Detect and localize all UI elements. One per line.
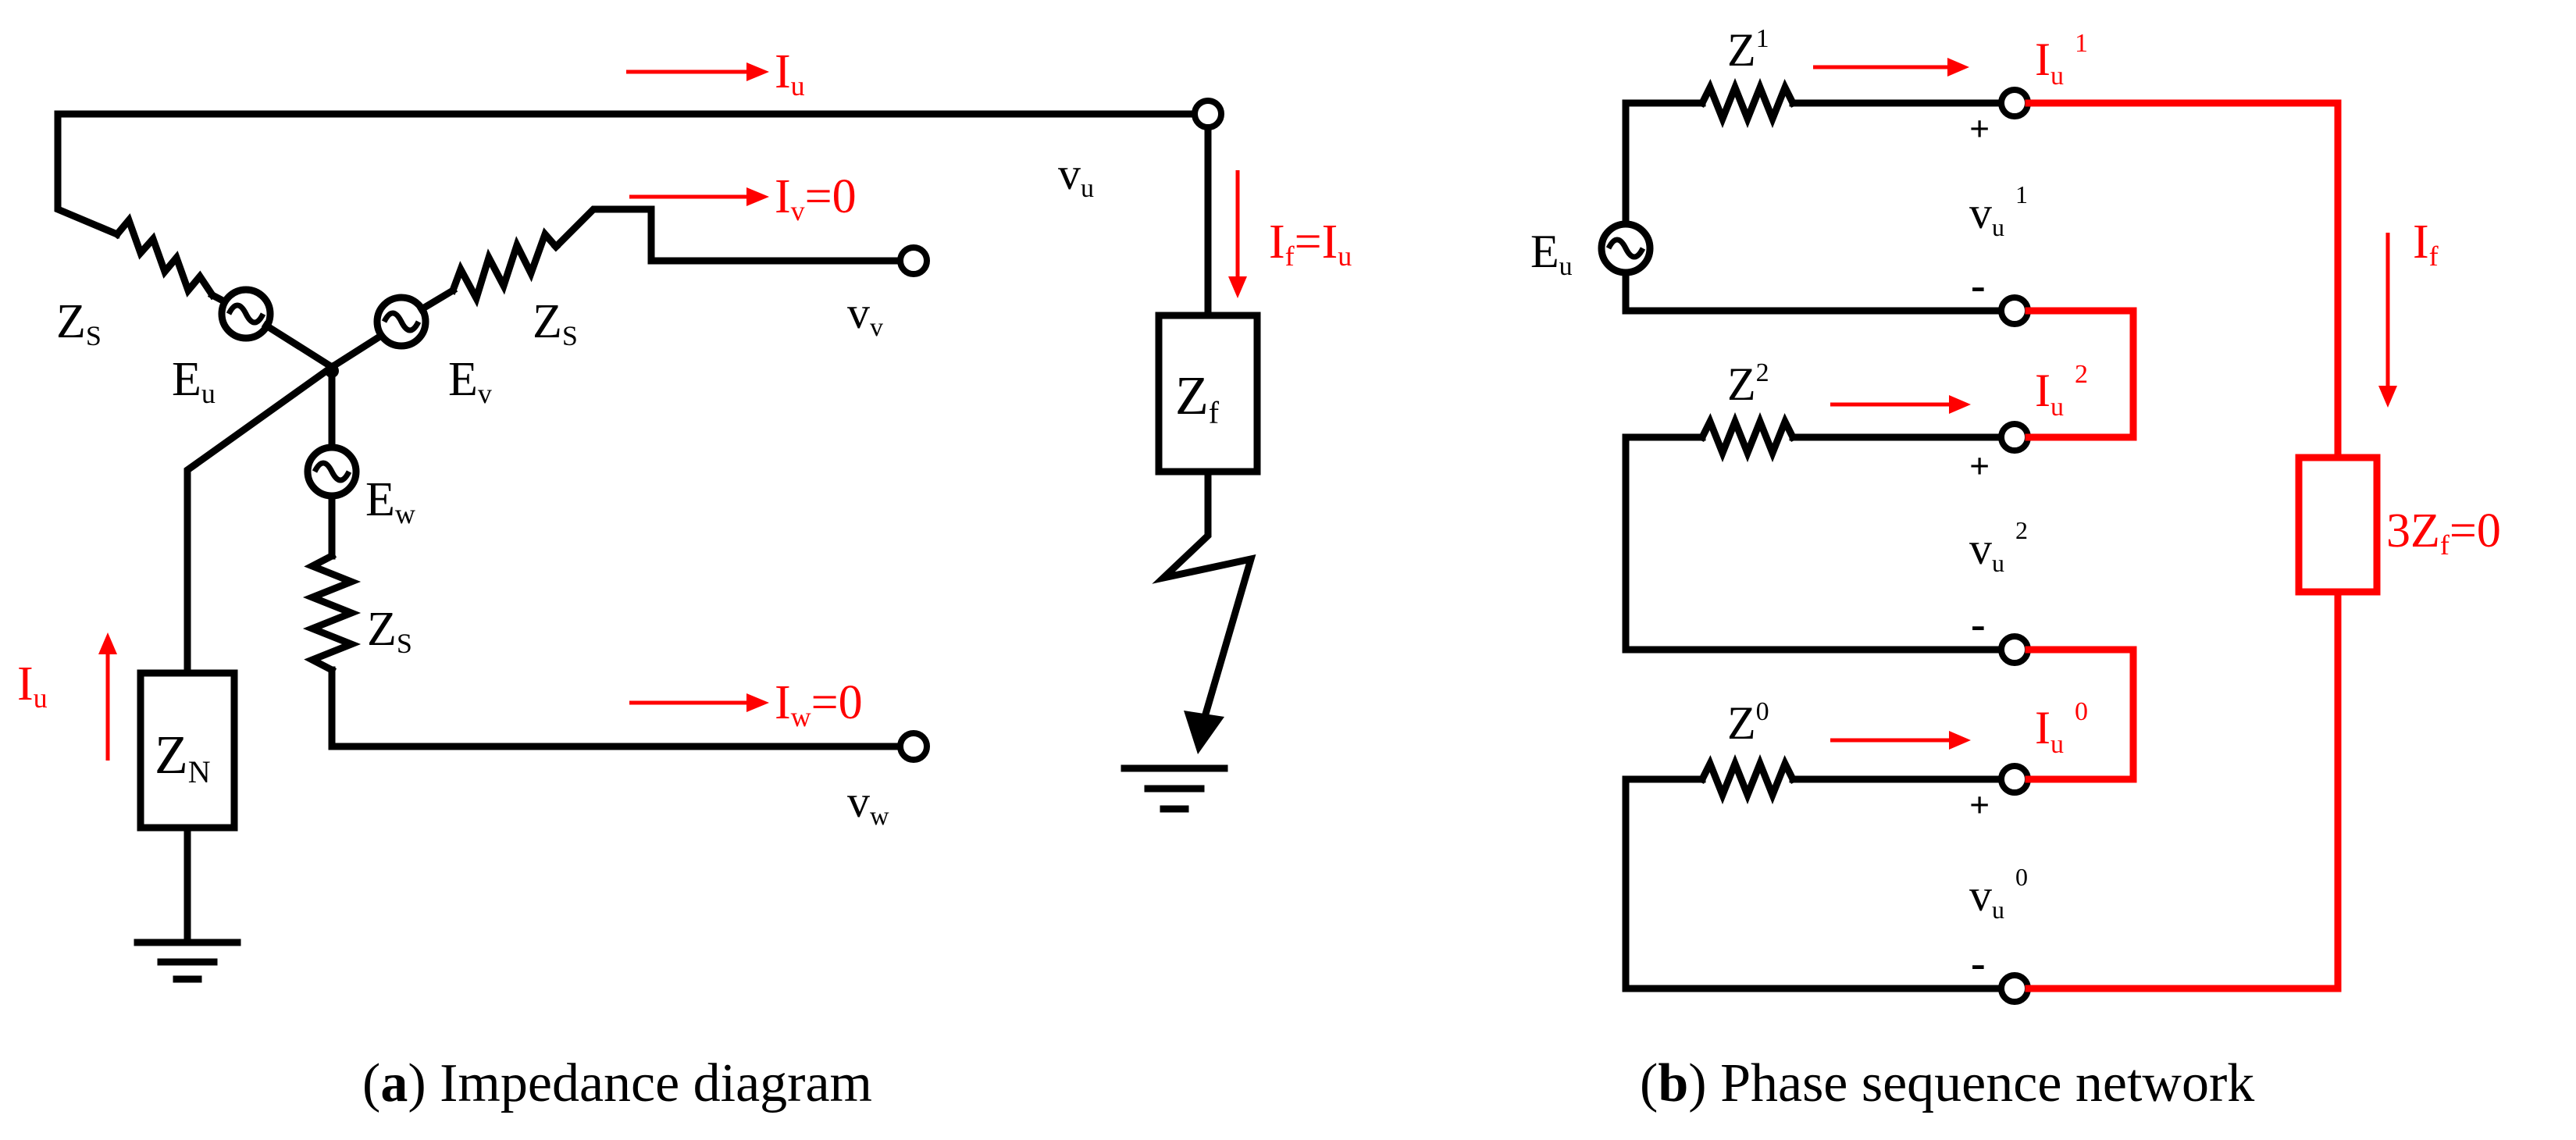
sine-icon [381,310,422,333]
arrow-iu2 [1830,395,1971,414]
label-zs-v: ZS [533,295,578,351]
wire-eu-to-neutral [261,320,337,372]
label-eu-b: Eu [1530,226,1573,281]
ground-icon [1121,764,1228,813]
ground-icon [134,939,241,983]
label-vu2: vu2 [1969,516,2028,577]
terminal-neg-minus [1998,633,2031,666]
label-zf: Zf [1175,366,1220,430]
terminal-pos-plus [1998,87,2031,119]
red-link-neg-zero [2025,646,2137,783]
fault-arrowhead-icon [1184,711,1224,754]
sine-icon [312,460,352,483]
arrow-iu1 [1813,58,1969,77]
wire-neutral-to-ev [326,330,387,372]
label-iu-top: Iu [775,45,805,102]
label-z1: Z1 [1727,24,1769,76]
wire-phase-u-left [54,110,122,239]
arrow-iv [629,187,769,206]
sine-icon [226,302,266,326]
label-iu2: Iu2 [2035,360,2088,422]
label-iv: Iv=0 [775,170,857,226]
caption-a: (a) Impedance diagram [362,1053,872,1113]
label-vu0: vu0 [1969,863,2028,924]
label-zs-u: ZS [56,295,102,351]
arrow-iu0 [1830,731,1971,750]
label-zs-w: ZS [367,603,412,659]
terminal-pos-minus [1998,294,2031,327]
label-vv: vv [847,287,883,342]
wire-neutral-to-zn [183,362,337,677]
red-wire-bottom [2025,588,2342,992]
label-vw: vw [847,776,889,831]
arrow-iu-neutral [98,632,117,761]
wire-neg-loop [1622,433,2004,654]
terminal-vv [897,244,930,277]
label-iu1: Iu1 [2035,29,2088,91]
resistor-z2 [1697,411,1798,463]
wire-ev-to-zs [416,285,458,315]
label-3zf: 3Zf=0 [2386,504,2501,561]
red-link-pos-neg [2025,307,2137,441]
red-wire-top [2025,99,2342,461]
resistor-z0 [1697,753,1798,805]
terminal-vw [897,730,930,763]
resistor-z1 [1697,77,1798,129]
terminal-zero-plus [1998,763,2031,796]
label-z2: Z2 [1727,358,1769,410]
wire-zero-loop [1622,775,2004,992]
panel-a-impedance-diagram: Iu Iv=0 Iw=0 If=Iu Iu vu vv vw ZS ZS ZS … [17,45,1352,1113]
label-z0: Z0 [1727,697,1769,749]
sign-plus-3: + [1969,785,1990,825]
sign-plus-1: + [1969,109,1990,148]
wire-pos-bottom [1622,269,2004,315]
sine-icon [1605,237,1646,260]
panel-b-sequence-network: Z1 Z2 Z0 Eu vu1 vu2 vu0 + - + - + - Iu1 … [1530,24,2501,1113]
impedance-3zf-box [2295,454,2381,596]
label-ew: Ew [365,473,415,529]
sign-plus-2: + [1969,446,1990,486]
label-vu: vu [1058,148,1094,203]
resistor-zs-v [448,227,561,308]
sign-minus-1: - [1971,262,1986,310]
sign-minus-2: - [1971,600,1986,649]
label-eu: Eu [172,353,216,409]
label-iu-neutral: Iu [17,657,48,714]
label-iu0: Iu0 [2035,697,2088,759]
resistor-zs-u [112,213,218,301]
sign-minus-3: - [1971,939,1986,988]
label-iw: Iw=0 [775,676,863,732]
wire-phase-w [328,666,902,750]
arrow-if [1228,170,1247,298]
caption-b: (b) Phase sequence network [1640,1053,2254,1113]
terminal-neg-plus [1998,421,2031,454]
arrow-iu-top [626,62,769,81]
fault-lightning-path [1152,468,1256,735]
label-zn: ZN [155,725,211,789]
impedance-zf-box [1155,312,1261,476]
label-if-b: If [2413,216,2439,272]
label-vu1: vu1 [1969,180,2028,241]
terminal-zero-minus [1998,972,2031,1005]
terminal-vu [1192,98,1224,130]
label-if: If=Iu [1269,216,1352,272]
label-ev: Ev [448,353,492,409]
wire-phase-v [550,205,902,265]
resistor-zs-w [302,550,362,675]
arrow-if-b [2378,233,2397,408]
arrow-iw [629,693,769,712]
